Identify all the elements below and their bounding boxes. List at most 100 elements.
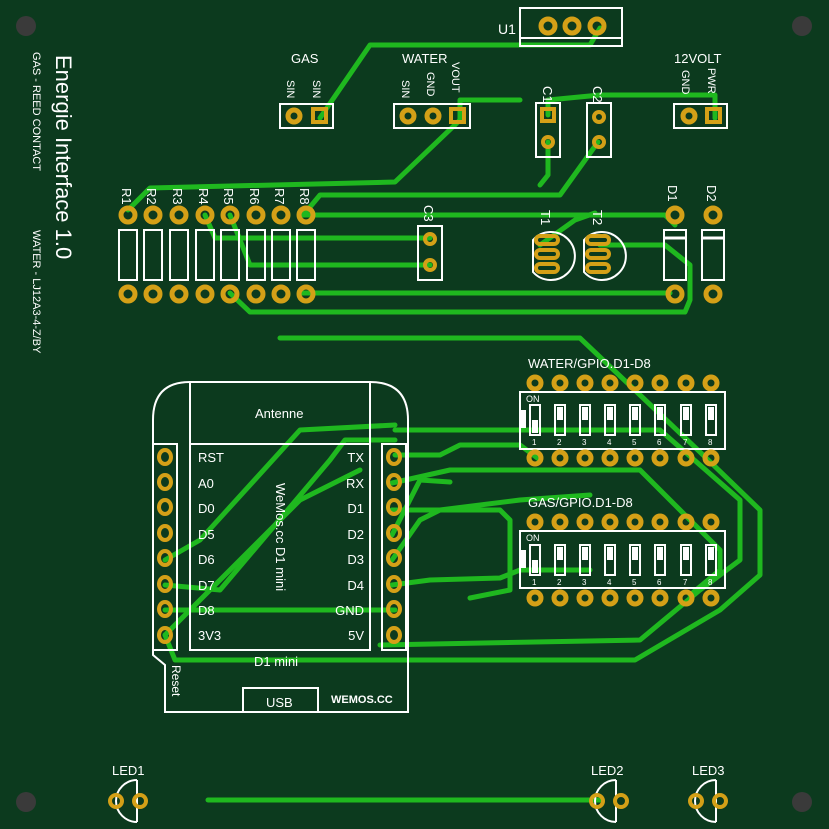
dip-number: 3 [582,438,587,447]
dip-toggle[interactable] [705,404,717,436]
dip-number: 3 [582,578,587,587]
dip-number: 6 [657,438,662,447]
resistor-r1: R1 [118,188,138,304]
water-connector-title: WATER [402,51,448,66]
header-pad [157,575,173,593]
pin-label: A0 [198,476,214,491]
dip-pad [702,449,720,467]
dip-toggle[interactable] [629,544,641,576]
dip-toggle[interactable] [705,544,717,576]
dip-number: 7 [683,578,688,587]
water-pad-square [449,107,466,124]
dip-gas-bottom-pads [526,589,720,607]
dip-pad [551,374,569,392]
led-pad [712,793,728,809]
diode-pad [703,205,723,225]
dip-toggle[interactable] [680,544,692,576]
mounting-holes [16,16,812,812]
dip-pad [651,513,669,531]
header-pad [386,575,402,593]
dip-pad [526,589,544,607]
water-pin1-label: SIN [399,80,411,98]
resistor-pad [296,205,316,225]
trace [545,92,718,121]
dip-pad [626,374,644,392]
dip-number: 5 [632,438,637,447]
water-pin3-label: VOUT [449,62,461,93]
led3: LED3 [688,763,728,823]
water-connector: WATER SIN GND VOUT [393,51,471,129]
trace [389,567,593,588]
wemos-reset-label: Reset [169,665,183,697]
resistor-body [195,229,215,281]
trace [162,467,363,638]
header-pad [157,473,173,491]
mounting-hole [792,16,812,36]
wemos-outline [152,381,409,713]
dip-number: 4 [607,578,612,587]
trace [317,25,603,121]
trace [389,477,453,538]
c2-pad [592,135,606,149]
pin-label: D3 [347,552,364,567]
dip-toggle[interactable] [529,544,541,576]
led-pad [589,793,605,809]
wemos-antenne-label: Antenne [255,406,303,421]
dip-number: 2 [557,578,562,587]
t2-outline [583,231,627,281]
diode-body [663,229,687,281]
dip-toggle[interactable] [654,404,666,436]
trace [537,139,551,188]
wemos-brand-label: WEMOS.CC [331,694,393,706]
dip-pad [576,374,594,392]
dip-water-on-label: ON [526,394,540,404]
resistor-pad [246,284,266,304]
led2-outline [594,779,617,823]
t2-pad [585,234,611,246]
dip-toggle[interactable] [554,404,566,436]
c2-outline [586,102,612,158]
c3-pad [423,232,437,246]
pin-label: RST [198,450,224,465]
trace [162,335,763,663]
dip-toggle[interactable] [629,404,641,436]
dip-toggle[interactable] [604,404,616,436]
dip-water-bottom-pads [526,449,720,467]
gas-pin2-label: SIN [310,80,322,98]
dip-toggle[interactable] [579,404,591,436]
d2-label: D2 [704,185,719,202]
wemos-right-header [381,443,407,651]
resistor-r3: R3 [169,188,189,304]
dip-toggle[interactable] [680,404,692,436]
resistor-pad [195,284,215,304]
c2-label: C2 [590,86,605,103]
dip-pad [551,589,569,607]
resistor-pad [220,284,240,304]
dip-toggle[interactable] [529,404,541,436]
dip-water-top-pads [526,374,720,392]
dip-toggle[interactable] [579,544,591,576]
led-pad [108,793,124,809]
dip-toggle[interactable] [604,544,616,576]
pin-label: D4 [347,578,364,593]
dip-pad [651,449,669,467]
dip-pad [677,513,695,531]
resistor-pad [143,284,163,304]
c1-pad-square [540,107,556,123]
usb-label: USB [266,695,293,710]
dip-toggle[interactable] [554,544,566,576]
trace [162,422,398,563]
pin-label: D8 [198,603,215,618]
diode-body [701,229,725,281]
r6-label: R6 [247,188,262,205]
u1-outline [519,7,623,47]
dip-pad [576,589,594,607]
resistor-pad [169,205,189,225]
capacitor-c1: C1 [535,86,561,158]
dip-toggle[interactable] [654,544,666,576]
u1-regulator: U1 [498,7,623,47]
wemos-left-pads [157,448,173,644]
resistor-r7: R7 [271,188,291,304]
usb-port-outline [242,687,319,712]
header-pad [386,473,402,491]
